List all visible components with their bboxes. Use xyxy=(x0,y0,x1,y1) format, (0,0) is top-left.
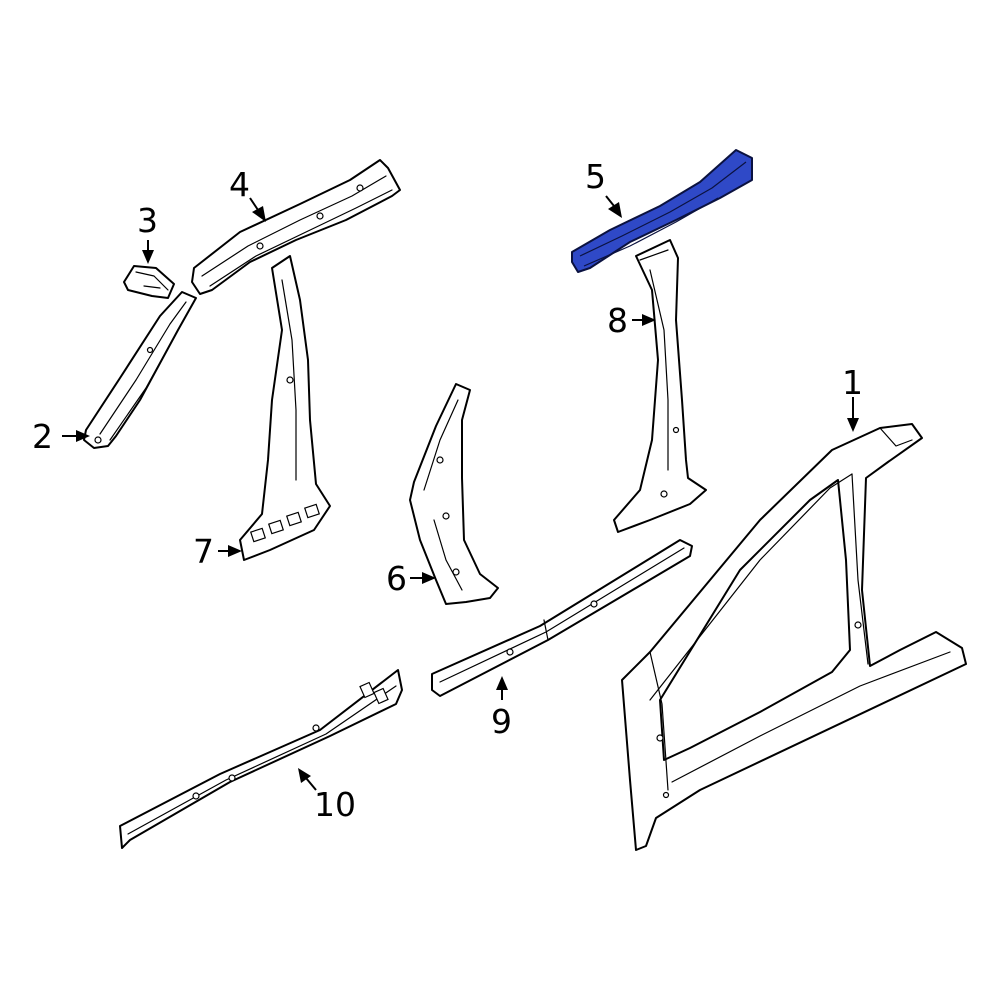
part-3-bracket[interactable] xyxy=(123,265,175,299)
callout-2: 2 xyxy=(32,417,53,456)
leader-lines xyxy=(62,195,859,791)
callout-4: 4 xyxy=(229,165,250,204)
callout-1: 1 xyxy=(842,363,863,402)
part-6-pillar-bracket[interactable] xyxy=(409,383,499,605)
callout-9: 9 xyxy=(491,702,512,741)
callout-7: 7 xyxy=(193,532,214,571)
part-1-body-side-frame[interactable] xyxy=(621,423,967,851)
part-8-pillar-reinforcement[interactable] xyxy=(613,239,707,533)
callout-5: 5 xyxy=(585,157,606,196)
part-4-roof-side-rail[interactable] xyxy=(191,159,401,295)
callout-8: 8 xyxy=(607,301,628,340)
part-5-roof-rail-reinforcement[interactable] xyxy=(571,149,753,273)
part-9-rocker-reinforcement[interactable] xyxy=(431,539,693,697)
part-7-pillar-inner[interactable] xyxy=(239,255,331,561)
callout-10: 10 xyxy=(314,785,356,824)
part-10-rocker-inner[interactable] xyxy=(119,669,403,849)
callout-6: 6 xyxy=(386,559,407,598)
callout-labels: 1 2 3 4 5 6 7 8 9 10 xyxy=(32,157,863,824)
callout-3: 3 xyxy=(137,201,158,240)
part-2-pillar-reinforcement[interactable] xyxy=(83,291,197,449)
